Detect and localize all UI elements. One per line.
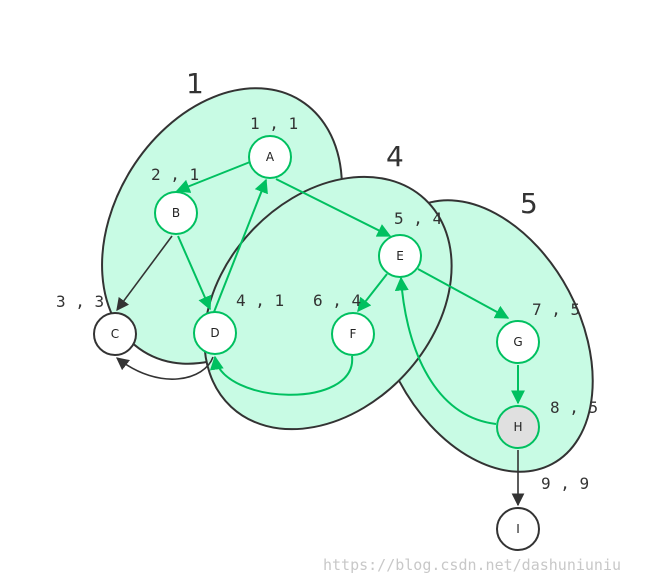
node-i[interactable]: I 9 , 9	[496, 474, 589, 551]
edges	[115, 161, 525, 507]
node-d-label: 4 , 1	[236, 291, 284, 310]
node-b-label: 2 , 1	[151, 165, 199, 184]
node-g[interactable]: G 7 , 5	[496, 300, 580, 364]
edge-e-f	[357, 273, 388, 313]
edge-a-b	[175, 161, 251, 193]
node-e-label: 5 , 4	[394, 209, 442, 228]
edge-d-c	[115, 356, 214, 380]
node-d-letter: D	[210, 326, 219, 340]
region-1-label: 1	[186, 67, 204, 100]
node-c[interactable]: C 3 , 3	[56, 292, 137, 356]
edge-a-e	[275, 178, 392, 237]
node-h[interactable]: H 8 , 5	[496, 398, 598, 449]
region-4-label: 4	[386, 140, 404, 173]
node-h-label: 8 , 5	[550, 398, 598, 417]
node-e-letter: E	[396, 249, 404, 263]
node-f-letter: F	[350, 327, 357, 341]
node-i-letter: I	[516, 522, 520, 536]
node-g-label: 7 , 5	[532, 300, 580, 319]
edge-b-c	[116, 235, 173, 312]
node-g-letter: G	[513, 335, 522, 349]
node-d[interactable]: D 4 , 1	[193, 291, 284, 355]
edge-b-d	[177, 235, 212, 311]
node-h-letter: H	[513, 420, 522, 434]
region-5-label: 5	[520, 187, 538, 220]
edge-f-d	[209, 355, 354, 396]
node-e[interactable]: E 5 , 4	[378, 209, 442, 278]
edge-e-g	[417, 268, 510, 319]
edge-h-e	[394, 276, 497, 425]
node-f[interactable]: F 6 , 4	[313, 291, 375, 356]
node-c-letter: C	[111, 327, 119, 341]
node-a-label: 1 , 1	[250, 114, 298, 133]
watermark: https://blog.csdn.net/dashuniuniu	[323, 556, 621, 574]
node-a-letter: A	[266, 150, 275, 164]
node-f-label: 6 , 4	[313, 291, 361, 310]
node-c-label: 3 , 3	[56, 292, 104, 311]
node-a[interactable]: A 1 , 1	[248, 114, 298, 179]
node-b[interactable]: B 2 , 1	[151, 165, 199, 235]
node-b-letter: B	[172, 206, 180, 220]
edge-d-a	[213, 178, 268, 313]
node-i-label: 9 , 9	[541, 474, 589, 493]
